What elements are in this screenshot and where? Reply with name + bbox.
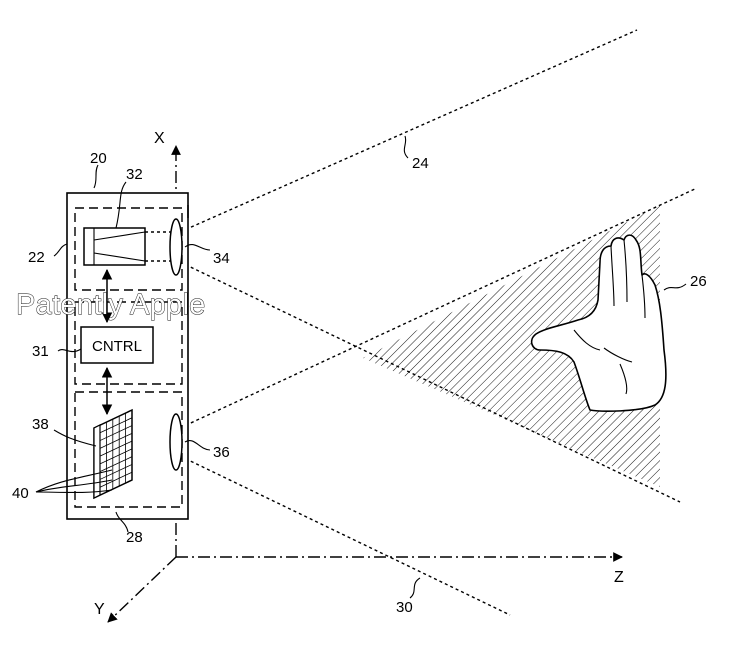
ref-40: 40 [12,485,29,502]
ref-38: 38 [32,416,49,433]
hand-palm-crease-2 [619,363,628,395]
axis-label-y: Y [94,601,105,618]
controller-box [80,326,154,364]
ref-28: 28 [126,529,143,546]
sensor-grid-line [99,417,133,434]
sensor-grid-line [99,471,133,488]
ref-32: 32 [126,166,143,183]
leader-31 [57,348,82,353]
leader-36 [184,440,211,451]
sensor-grid-line [99,464,133,480]
ref-30: 30 [396,599,413,616]
leader-24 [403,135,409,159]
watermark: Patently Apple [16,289,206,321]
ref-24: 24 [412,155,429,172]
hand-outline [530,234,667,412]
field-of-view-hatch [363,205,660,487]
leader-30 [409,577,421,599]
hand-thumb-crease [573,329,601,351]
leader-40-b [35,479,113,493]
leader-26 [663,283,687,291]
leader-20 [93,164,99,189]
ref-20: 20 [90,150,107,167]
leader-40-a [35,469,113,493]
ref-31: 31 [32,343,49,360]
ray-30-lower [179,455,511,616]
ref-26: 26 [690,273,707,290]
projection-lens [169,218,183,276]
ref-36: 36 [213,444,230,461]
ray-36-upper [179,187,698,429]
sensor-grid-line [99,440,133,457]
image-sensor [93,408,133,500]
leader-40-c [35,489,113,494]
projector-beam-bottom [93,252,146,262]
sensor-grid-line [99,448,133,465]
leader-32 [115,181,127,229]
ref-22: 22 [28,249,45,266]
ray-34-lower [179,261,681,503]
ray-24-upper [179,29,638,233]
hand-finger-line-2 [623,239,628,303]
imaging-lens [169,413,183,471]
controller-module-box [74,301,183,385]
leader-34 [184,243,211,251]
projector-beam-top [93,231,146,241]
leader-38 [53,429,97,447]
sensor-grid-line [99,425,133,441]
y-axis [107,556,177,623]
hand-finger-line-3 [641,274,646,319]
sensor-grid-line [99,432,133,449]
leader-28 [115,511,129,533]
axis-label-z: Z [614,569,624,586]
sensor-grid-line [99,456,133,473]
axis-label-x: X [154,130,165,147]
ref-34: 34 [213,250,230,267]
hand-finger-line-1 [610,245,615,307]
leader-22 [53,243,68,257]
controller-label: CNTRL [92,338,142,355]
imaging-module-box [74,391,183,508]
hand-palm-crease [603,347,633,363]
